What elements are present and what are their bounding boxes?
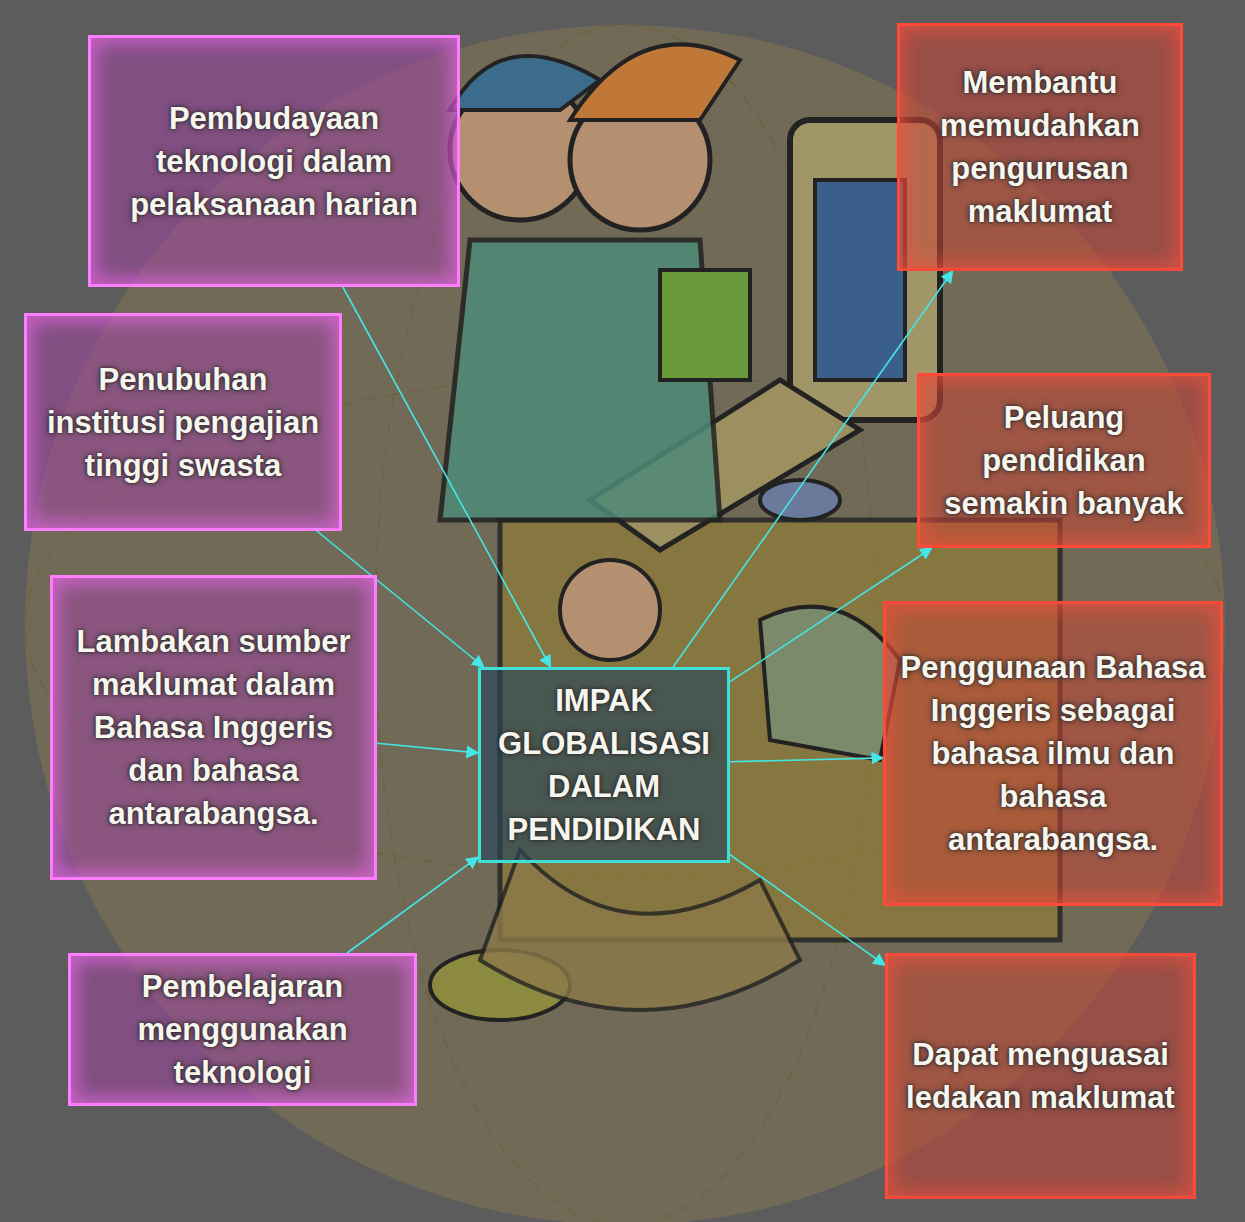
person-hair [450,56,600,110]
connector-arrow [377,743,478,753]
impact-box: Lambakan sumber maklumat dalam Bahasa In… [50,575,377,880]
node-label: Dapat menguasai ledakan maklumat [900,1033,1181,1119]
impact-box: Penubuhan institusi pengajian tinggi swa… [24,313,342,531]
node-label: Membantu memudahkan pengurusan maklumat [912,61,1168,233]
toy-dinosaur [760,607,900,760]
child-legs [480,850,800,1010]
node-label: Pembelajaran menggunakan teknologi [83,965,402,1094]
node-label: Pembudayaan teknologi dalam pelaksanaan … [103,97,445,226]
globe [25,25,1225,1222]
node-label: IMPAK GLOBALISASI DALAM PENDIDIKAN [493,679,715,851]
impact-box: Pembudayaan teknologi dalam pelaksanaan … [88,35,460,287]
node-label: Penubuhan institusi pengajian tinggi swa… [39,358,327,487]
impact-box: Membantu memudahkan pengurusan maklumat [897,23,1183,271]
impact-box: Penggunaan Bahasa Inggeris sebagai bahas… [883,601,1223,906]
connector-arrow [730,758,883,762]
monitor-screen [815,180,905,380]
person-hair [570,44,740,120]
book [660,270,750,380]
impact-box: Peluang pendidikan semakin banyak [917,373,1211,548]
connector-arrow [730,855,885,965]
child-head [560,560,660,660]
impact-box: Dapat menguasai ledakan maklumat [885,953,1196,1199]
central-box: IMPAK GLOBALISASI DALAM PENDIDIKAN [478,667,730,863]
node-label: Lambakan sumber maklumat dalam Bahasa In… [65,620,362,835]
impact-box: Pembelajaran menggunakan teknologi [68,953,417,1106]
node-label: Peluang pendidikan semakin banyak [932,396,1196,525]
node-label: Penggunaan Bahasa Inggeris sebagai bahas… [898,646,1208,861]
